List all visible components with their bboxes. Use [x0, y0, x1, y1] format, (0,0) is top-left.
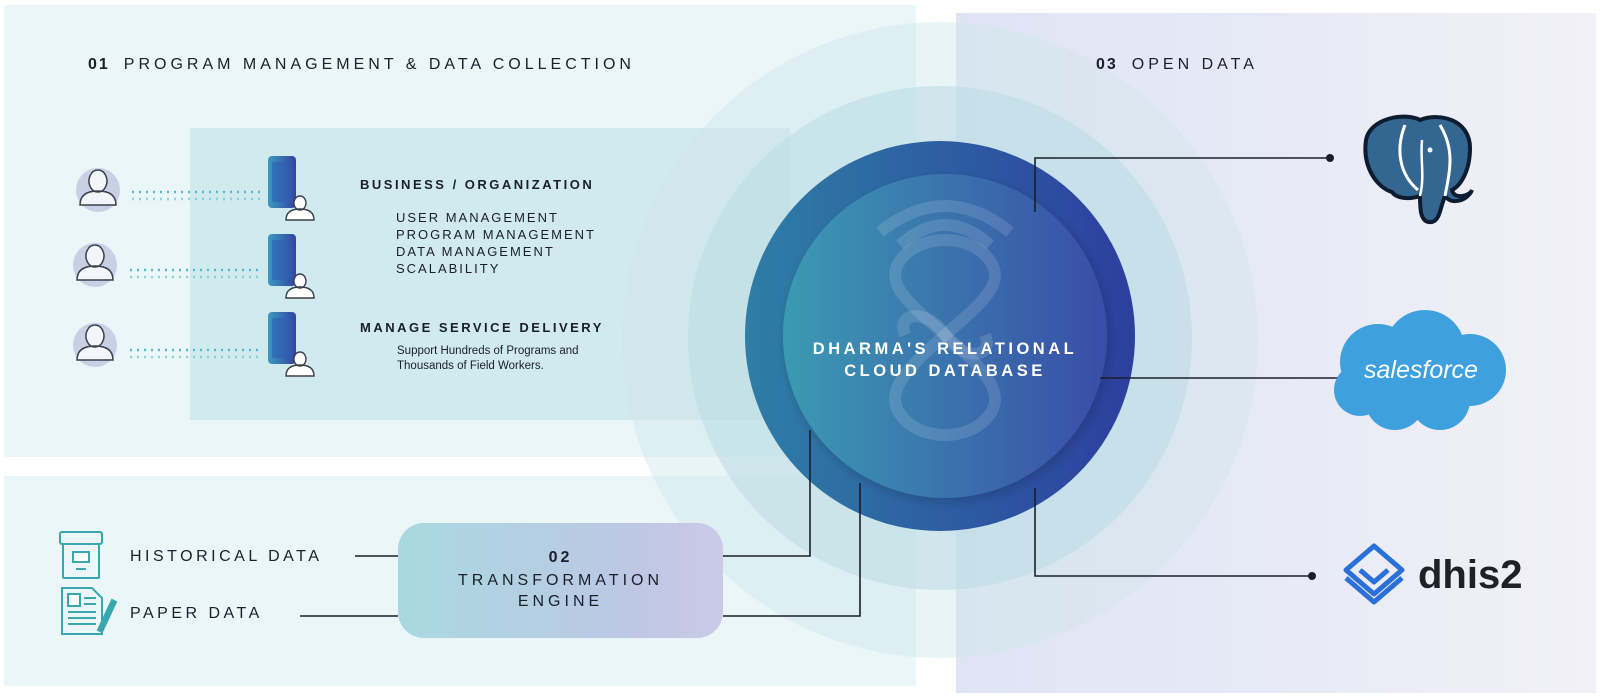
field-worker-row-3 — [73, 312, 315, 377]
dharma-infinity-logo-icon — [876, 200, 1014, 441]
connector-dot-dhis2 — [1308, 572, 1316, 580]
user-avatar-outline — [79, 169, 117, 206]
archive-box-icon — [59, 531, 103, 579]
engine-to-database-connectors — [300, 430, 861, 617]
dhis2-layers-logo — [1343, 543, 1405, 605]
database-label-line1: DHARMA'S RELATIONAL — [812, 340, 1078, 358]
manage-service-delivery-heading: MANAGE SERVICE DELIVERY — [360, 320, 604, 335]
engine-number: 02 — [548, 549, 573, 566]
service-description-line: Thousands of Field Workers. — [397, 360, 544, 372]
database-front-disc — [783, 174, 1107, 498]
section-title-text: PROGRAM MANAGEMENT & DATA COLLECTION — [123, 56, 635, 73]
section-title-text: OPEN DATA — [1131, 56, 1258, 73]
section-title-open-data: 03 OPEN DATA — [1096, 56, 1258, 74]
database-label-line2: CLOUD DATABASE — [844, 362, 1046, 380]
field-worker-icon — [285, 195, 315, 221]
connector-dot-postgres — [1326, 154, 1334, 162]
engine-title-line2: ENGINE — [517, 593, 604, 610]
section-title-program-management: 01 PROGRAM MANAGEMENT & DATA COLLECTION — [88, 56, 635, 74]
business-capabilities-list: USER MANAGEMENT PROGRAM MANAGEMENT DATA … — [396, 209, 596, 277]
historical-data-label: HISTORICAL DATA — [130, 548, 323, 565]
user-avatar-outline — [76, 324, 114, 361]
list-item-program-management: PROGRAM MANAGEMENT — [396, 227, 596, 242]
list-item-user-management: USER MANAGEMENT — [396, 210, 559, 225]
field-worker-icon — [285, 273, 315, 299]
service-delivery-description: Support Hundreds of Programs and Thousan… — [397, 344, 617, 374]
paper-document-icon — [61, 587, 118, 635]
database-to-integrations-connectors — [1034, 157, 1342, 577]
salesforce-cloud-logo — [1334, 310, 1506, 430]
section-number: 01 — [88, 56, 110, 73]
list-item-data-management: DATA MANAGEMENT — [396, 244, 555, 259]
paper-data-label: PAPER DATA — [130, 605, 263, 622]
field-worker-row-1 — [76, 156, 315, 221]
section-number: 03 — [1096, 56, 1118, 73]
field-worker-icon — [285, 351, 315, 377]
service-description-line: Support Hundreds of Programs and — [397, 345, 579, 357]
business-organization-heading: BUSINESS / ORGANIZATION — [360, 177, 595, 192]
list-item-scalability: SCALABILITY — [396, 261, 501, 276]
database-label: DHARMA'S RELATIONAL CLOUD DATABASE — [770, 338, 1120, 382]
field-worker-row-2 — [73, 234, 315, 299]
engine-title-line1: TRANSFORMATION — [457, 572, 664, 589]
postgresql-elephant-logo — [1363, 114, 1474, 225]
transformation-engine-box: 02 TRANSFORMATION ENGINE — [398, 523, 723, 638]
dhis2-logo-text: dhis2 — [1418, 553, 1522, 597]
salesforce-logo-text: salesforce — [1364, 356, 1478, 384]
user-avatar-outline — [76, 244, 114, 281]
